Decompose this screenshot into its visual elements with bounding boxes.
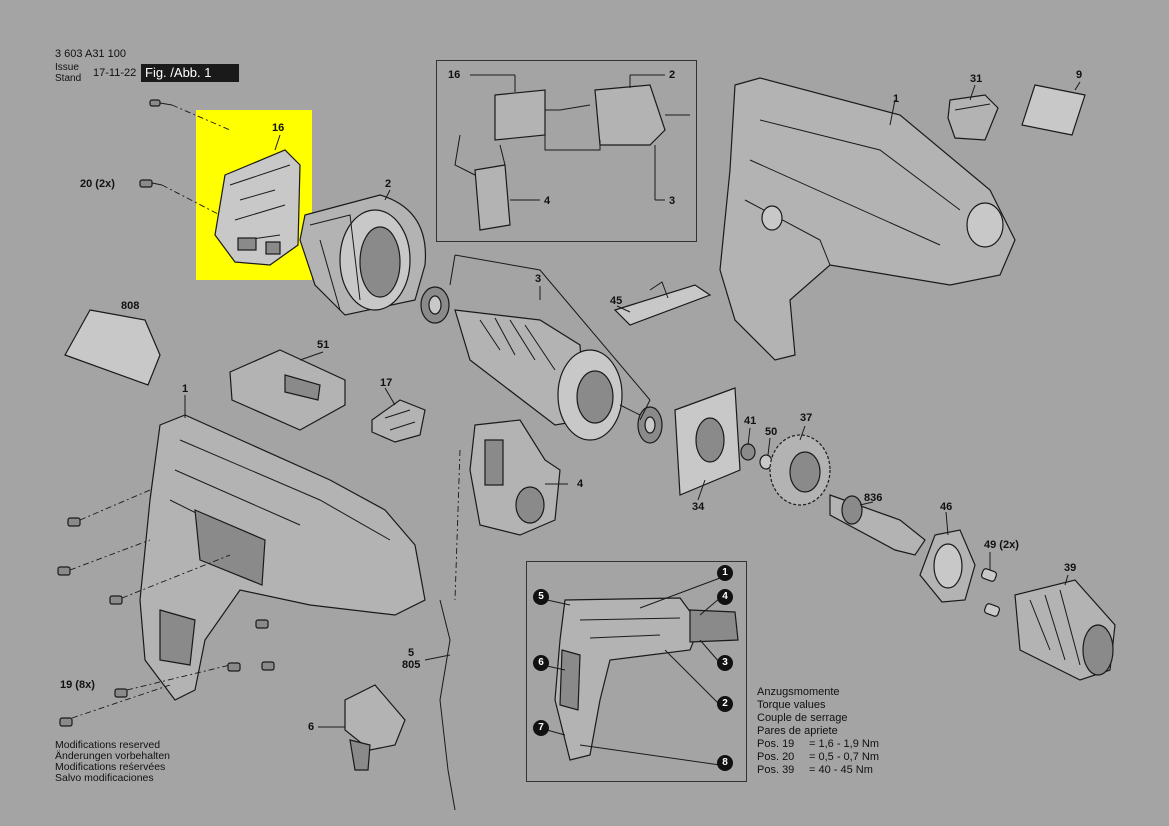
torque-heading-fr: Couple de serrage	[757, 712, 848, 724]
spindle-836-icon	[829, 494, 926, 556]
callout-3: 3	[717, 655, 733, 671]
label-805: 805	[402, 659, 421, 671]
callout-6: 6	[533, 655, 549, 671]
label-836: 836	[864, 492, 883, 504]
housing-half-1-bottom-icon	[139, 414, 426, 701]
screws-19-icon	[57, 489, 275, 727]
inset-label-2: 2	[669, 69, 676, 81]
issue-label: Issue	[55, 62, 79, 73]
screw-icon	[149, 99, 231, 131]
callout-4: 4	[717, 589, 733, 605]
label-37: 37	[800, 412, 813, 424]
lever-45-icon	[613, 281, 712, 326]
label-19: 19 (8x)	[60, 679, 95, 691]
tool-overview-inset-box	[526, 561, 747, 782]
label-49: 49 (2x)	[984, 539, 1019, 551]
mods-line-fr: Modifications reśervées	[55, 761, 166, 773]
torque-row: Pos. 20= 0,5 - 0,7 Nm	[757, 751, 880, 763]
chuck-39-icon	[1014, 579, 1116, 681]
cord-guard-6-icon	[344, 684, 406, 771]
torque-table: Anzugsmomente Torque values Couple de se…	[757, 686, 879, 777]
label-41: 41	[744, 415, 757, 427]
label-808: 808	[121, 300, 140, 312]
mods-line-es: Salvo modificaciones	[55, 772, 154, 784]
callout-5: 5	[533, 589, 549, 605]
label-34: 34	[692, 501, 705, 513]
label-1-top: 1	[893, 93, 900, 105]
pin-49a-icon	[980, 568, 998, 582]
label-3: 3	[535, 273, 542, 285]
switch-17-icon	[371, 399, 426, 443]
callout-2: 2	[717, 696, 733, 712]
pin-49b-icon	[983, 603, 1001, 617]
motor-inset-box	[436, 60, 697, 242]
figure-tag: Fig. /Abb. 1	[141, 64, 239, 82]
label-9: 9	[1076, 69, 1083, 81]
switch-4-icon	[469, 419, 561, 536]
mods-line-en: Modifications reserved	[55, 739, 161, 751]
gear-37-icon	[769, 434, 831, 506]
stator-2-icon	[299, 194, 427, 316]
drill-overview-inset-icon	[546, 577, 739, 766]
stand-label: Stand	[55, 73, 82, 84]
brush-holder-16-icon	[214, 149, 301, 266]
label-39: 39	[1064, 562, 1077, 574]
label-20: 20 (2x)	[80, 178, 115, 190]
callout-7: 7	[533, 720, 549, 736]
torque-heading-de: Anzugsmomente	[757, 686, 840, 698]
document-number: 3 603 A31 100	[55, 48, 126, 60]
label-51: 51	[317, 339, 330, 351]
power-cord-805-icon	[439, 599, 456, 811]
label-2: 2	[385, 178, 392, 190]
label-16: 16	[272, 122, 285, 134]
torque-row: Pos. 19= 1,6 - 1,9 Nm	[757, 738, 880, 750]
issue-date: 17-11-22	[93, 67, 137, 79]
label-plate-808-icon	[64, 309, 161, 386]
inset-label-16: 16	[448, 69, 461, 81]
torque-heading-en: Torque values	[757, 699, 826, 711]
screw-20-icon	[139, 179, 221, 216]
armature-3-icon	[420, 286, 663, 444]
label-17: 17	[380, 377, 393, 389]
torque-row: Pos. 39= 40 - 45 Nm	[757, 764, 873, 776]
callout-8: 8	[717, 755, 733, 771]
ring-41-icon	[740, 443, 756, 461]
inset-label-4: 4	[544, 195, 551, 207]
leader-lines	[184, 74, 1081, 728]
label-50: 50	[765, 426, 778, 438]
mods-line-de: Änderungen vorbehalten	[55, 750, 171, 762]
bearing-holder-46-icon	[919, 529, 976, 603]
label-31: 31	[970, 73, 983, 85]
motor-inset-icon	[454, 84, 690, 231]
label-5: 5	[408, 647, 415, 659]
housing-half-1-top-icon	[719, 77, 1016, 361]
label-45: 45	[610, 295, 623, 307]
cover-51-icon	[229, 349, 346, 431]
label-6: 6	[308, 721, 315, 733]
bearing-plate-34-icon	[674, 387, 741, 496]
switch-cover-31-icon	[947, 94, 999, 141]
inset-label-3: 3	[669, 195, 676, 207]
issue-stand-label: Issue Stand	[55, 62, 81, 84]
modifications-notice: Modifications reserved Änderungen vorbeh…	[55, 740, 170, 784]
label-plate-9-icon	[1021, 84, 1086, 136]
label-46: 46	[940, 501, 953, 513]
label-4: 4	[577, 478, 584, 490]
torque-heading-es: Pares de apriete	[757, 725, 838, 737]
label-1-bottom: 1	[182, 383, 189, 395]
callout-1: 1	[717, 565, 733, 581]
